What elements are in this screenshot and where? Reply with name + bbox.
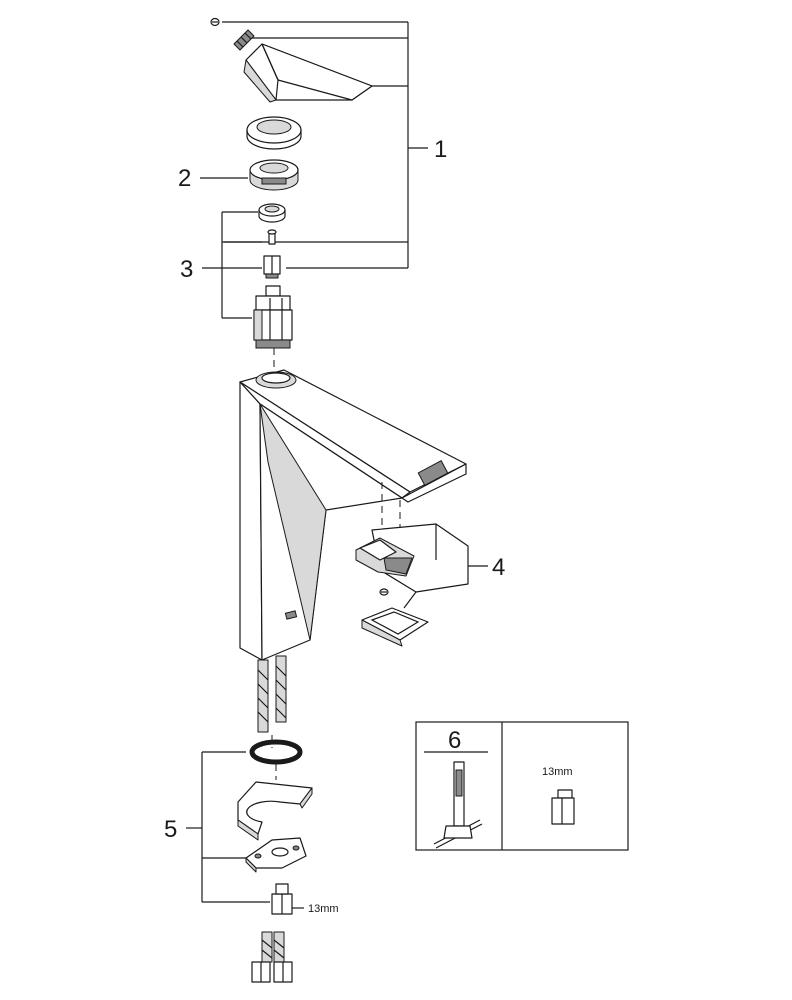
inset-adapter-nut <box>551 789 575 825</box>
gasket <box>237 781 313 841</box>
lever-handle <box>243 43 373 103</box>
set-screw <box>233 29 255 51</box>
aerator-screw <box>379 588 389 596</box>
callout-5-label: 5 <box>164 816 177 843</box>
adapter-ring <box>249 159 299 191</box>
callout-3-bracket <box>202 211 262 319</box>
callout-1-label: 1 <box>434 136 447 163</box>
callout-4-label: 4 <box>492 554 505 581</box>
small-pin <box>267 229 277 245</box>
callout-5-bracket <box>186 751 270 903</box>
bonnet-nut <box>258 203 286 223</box>
cap-screw <box>210 17 220 27</box>
hose-ends <box>251 931 293 983</box>
cartridge <box>253 285 293 349</box>
hex-adapter <box>263 255 281 279</box>
inset-size-label: 13mm <box>542 766 573 778</box>
callout-2-label: 2 <box>178 165 191 192</box>
supply-hoses <box>257 655 287 748</box>
aerator-insert <box>355 537 415 577</box>
callout-3-label: 3 <box>180 256 193 283</box>
o-ring <box>249 739 303 765</box>
aerator-plate <box>361 591 429 647</box>
callout-6-label: 6 <box>448 727 461 754</box>
faucet-body <box>239 369 467 661</box>
service-key-tool <box>433 761 483 849</box>
fixing-nut <box>271 883 293 915</box>
cover-ring <box>246 116 302 150</box>
mounting-plate <box>245 837 307 873</box>
bottom-size-label: 13mm <box>308 903 339 915</box>
